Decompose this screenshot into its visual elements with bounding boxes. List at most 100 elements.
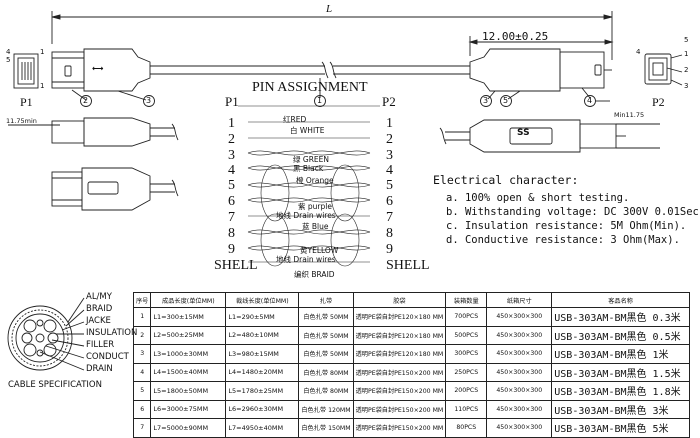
min-left-label: 11.75min (6, 117, 37, 125)
wire-label-blue: 蓝 Blue (302, 222, 329, 231)
table-cell: L3=1000±30MM (150, 344, 227, 364)
col-header: 成品长度(单位MM) (150, 292, 227, 308)
table-cell: USB-303AM-BM黑色 5米 (551, 418, 690, 438)
table-cell: L5=1780±25MM (225, 381, 300, 401)
table-header-row: 序号 成品长度(单位MM) 裁线长度(单位MM) 扎带 胶袋 装箱数量 纸箱尺寸… (132, 292, 690, 308)
pin-right-9: 9 (386, 242, 393, 257)
table-cell: 700PCS (445, 307, 488, 327)
electrical-title: Electrical character: (433, 173, 579, 187)
pin-left-7: 7 (228, 210, 235, 225)
table-cell: 450×300×300 (486, 362, 553, 382)
table-cell: 450×300×300 (486, 381, 553, 401)
table-cell: L1=290±5MM (225, 307, 300, 327)
table-cell: 450×300×300 (486, 344, 553, 364)
cable-cross-section (7, 297, 85, 371)
electrical-item-b: b. Withstanding voltage: DC 300V 0.01Sec… (446, 206, 700, 218)
callout-4: 4 (587, 96, 593, 105)
callout-2: 2 (83, 96, 89, 105)
wire-label-orange: 橙 Orange (296, 176, 334, 185)
layer-braid: BRAID (86, 304, 113, 314)
table-cell: L1=300±15MM (150, 307, 227, 327)
right-overmold (469, 48, 561, 92)
left-bottom-view (51, 167, 179, 211)
table-cell: L3=980±15MM (225, 344, 300, 364)
wire-label-white: 白 WHITE (290, 126, 325, 135)
min-right-label: Min11.75 (614, 111, 645, 119)
electrical-item-c: c. Insulation resistance: 5M Ohm(Min). (446, 220, 687, 232)
table-cell: 110PCS (445, 399, 488, 419)
usb-b-plug-shell (559, 51, 605, 89)
table-cell: 450×300×300 (486, 418, 553, 438)
table-cell: 250PCS (445, 362, 488, 382)
table-cell: 透明PE袋自封PE150×200 MM (352, 418, 447, 438)
table-cell: 透明PE袋自封PE150×200 MM (352, 362, 447, 382)
table-cell: 6 (132, 399, 152, 419)
pin-right-8: 8 (386, 226, 393, 241)
p1-end-view (13, 53, 39, 89)
pin-left-2: 2 (228, 132, 235, 147)
spec-table: 序号 成品长度(单位MM) 裁线长度(单位MM) 扎带 胶袋 装箱数量 纸箱尺寸… (132, 292, 690, 438)
p2-pin-1: 1 (684, 50, 689, 58)
table-cell: 3 (132, 344, 152, 364)
table-cell: 4 (132, 362, 152, 382)
table-cell: 白色扎带 80MM (298, 362, 354, 382)
usb-a-plug-shell (51, 51, 85, 89)
top-cable-assembly (51, 48, 612, 107)
table-cell: L7=5000±90MM (150, 418, 227, 438)
col-header: 扎带 (298, 292, 354, 308)
table-cell: 透明PE袋自封PE150×200 MM (352, 381, 447, 401)
table-cell: USB-303AM-BM黑色 1.5米 (551, 362, 690, 382)
layer-jacke: JACKE (86, 316, 111, 326)
right-side-view (439, 119, 660, 153)
table-cell: 5 (132, 381, 152, 401)
pin-header-right: P2 (382, 94, 396, 109)
pin-right-7: 7 (386, 210, 393, 225)
pin-left-1: 1 (228, 116, 235, 131)
table-cell: 白色扎带 150MM (298, 418, 354, 438)
col-header: 装箱数量 (445, 292, 488, 308)
pin-left-9: 9 (228, 242, 235, 257)
table-cell: USB-303AM-BM黑色 3米 (551, 399, 690, 419)
wire-label-green: 绿 GREEN (293, 155, 329, 164)
pin-right-5: 5 (386, 178, 393, 193)
pin-left-3: 3 (228, 148, 235, 163)
table-cell: 白色扎带 120MM (298, 399, 354, 419)
layer-insulation: INSULATION (86, 328, 138, 338)
pin-left-10: SHELL (214, 258, 258, 273)
layer-al-my: AL/MY (86, 292, 112, 302)
callout-3-right: 3 (483, 96, 489, 105)
pin-right-1: 1 (386, 116, 393, 131)
wire-label-drain-2: 地线 Drain wires (276, 255, 336, 264)
wire-label-drain-1: 地线 Drain wires (276, 211, 336, 220)
table-cell: 450×300×300 (486, 307, 553, 327)
pin-assignment-title: PIN ASSIGNMENT (252, 80, 368, 95)
p2-label: P2 (652, 95, 665, 109)
table-cell: 7 (132, 418, 152, 438)
wire-label-black: 黑 Black (293, 164, 324, 173)
plug-length-label: 12.00±0.25 (482, 30, 549, 43)
table-cell: 透明PE袋自封PE120×180 MM (352, 344, 447, 364)
pin-left-5: 5 (228, 178, 235, 193)
col-header: 纸箱尺寸 (486, 292, 553, 308)
usb-logo-icon: ⟷ (92, 64, 104, 73)
p1-pin-1a: 1 (40, 48, 45, 56)
table-cell: 1 (132, 307, 152, 327)
wire-label-yellow: 黄YELLOW (300, 246, 339, 255)
pin-right-2: 2 (386, 132, 393, 147)
col-header: 序号 (132, 292, 152, 308)
table-cell: 500PCS (445, 325, 488, 345)
callout-5: 5 (503, 96, 509, 105)
p2-pin-4: 4 (636, 48, 641, 56)
table-cell: USB-303AM-BM黑色 1.8米 (551, 381, 690, 401)
layer-conduct: CONDUCT (86, 352, 129, 362)
table-cell: L5=1800±50MM (150, 381, 227, 401)
col-header: 裁线长度(单位MM) (225, 292, 300, 308)
p1-label: P1 (20, 95, 33, 109)
layer-filler: FILLER (86, 340, 115, 350)
electrical-item-d: d. Conductive resistance: 3 Ohm(Max). (446, 234, 680, 246)
p2-pin-2: 2 (684, 66, 689, 74)
